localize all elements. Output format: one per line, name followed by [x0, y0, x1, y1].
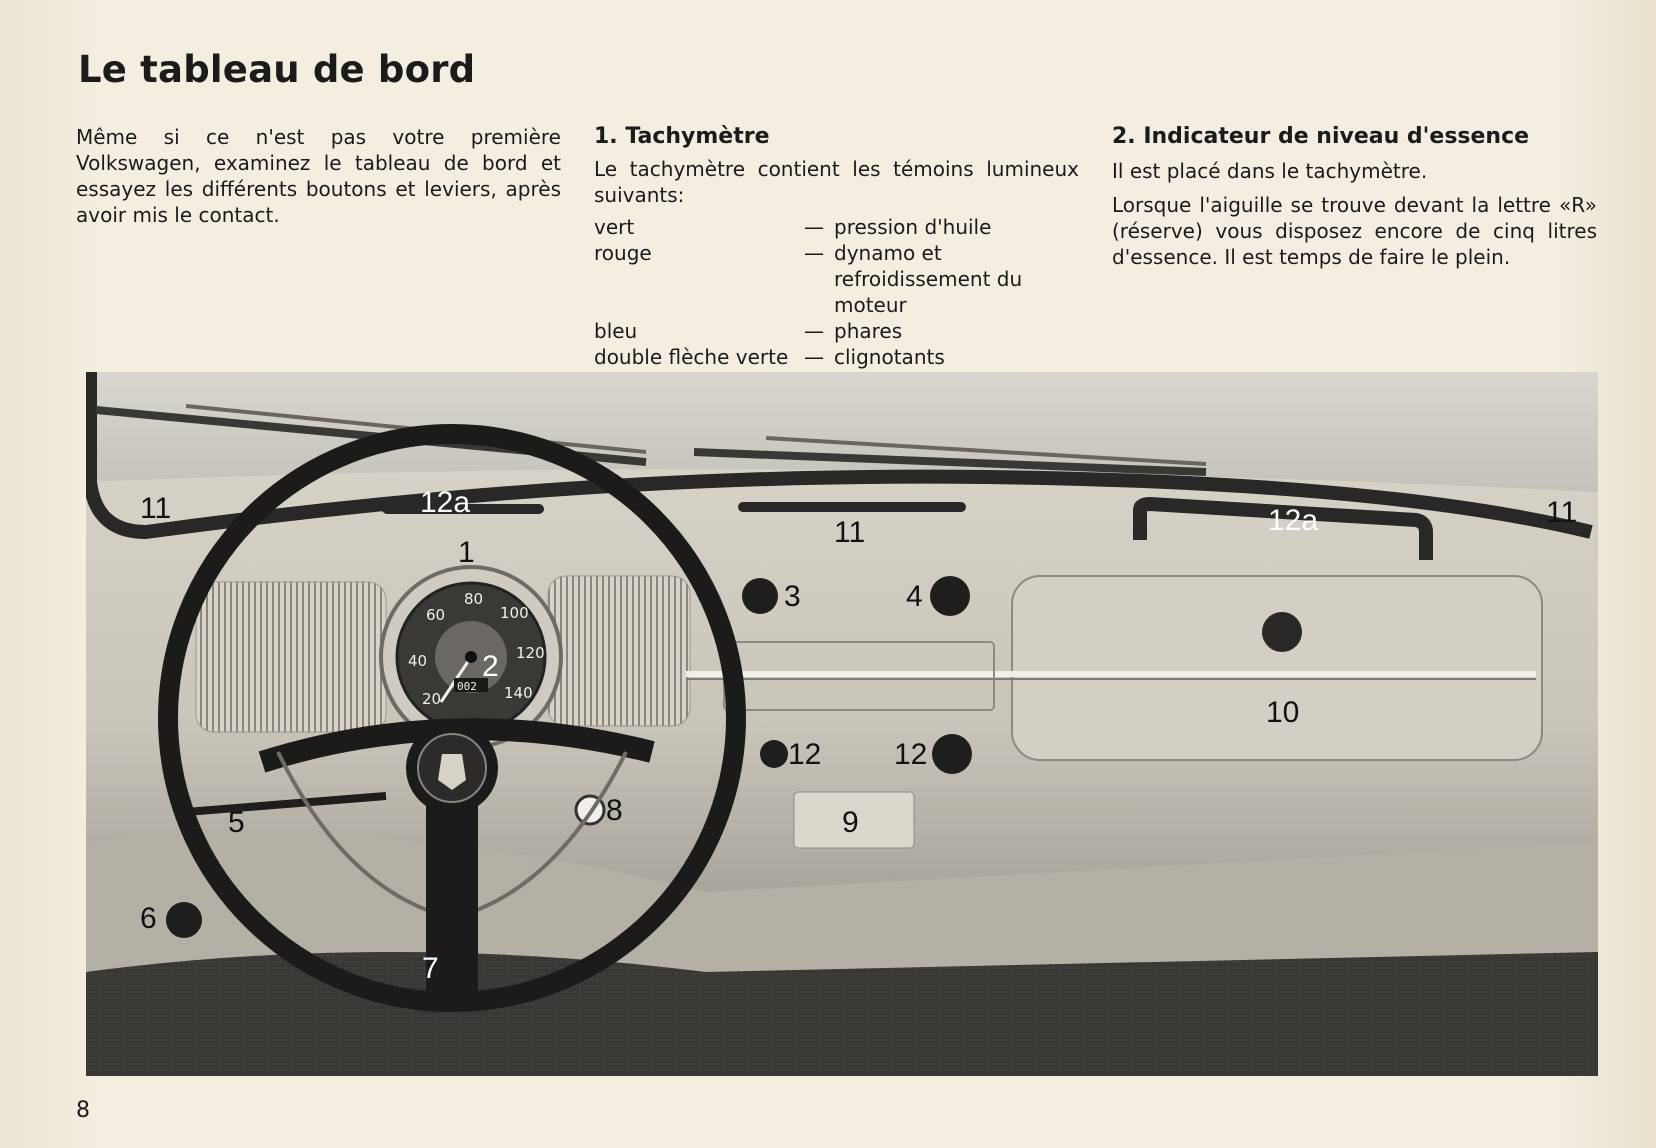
- wiper-right-blade: [765, 436, 1207, 466]
- lamp-dash: —: [804, 345, 824, 369]
- callout-9: 9: [842, 806, 859, 839]
- speedo-scale-60: 60: [426, 606, 445, 624]
- glove-box-button[interactable]: [1262, 612, 1302, 652]
- odometer: 002: [457, 680, 477, 693]
- callout-12-left: 12: [788, 738, 821, 771]
- speedometer-section: 1. Tachymètre Le tachymètre contient les…: [594, 124, 1079, 370]
- callout-11-left: 11: [140, 492, 171, 525]
- speaker-grille-left: [195, 581, 387, 733]
- callout-2: 2: [482, 650, 499, 683]
- glove-box: [1011, 575, 1543, 761]
- windshield-frame: [86, 372, 1593, 540]
- callout-5: 5: [228, 806, 245, 839]
- speedo-scale-100: 100: [500, 604, 529, 622]
- speedometer-heading: 1. Tachymètre: [594, 124, 770, 149]
- light-switch-knob[interactable]: [930, 576, 970, 616]
- intro-paragraph: Même si ce n'est pas votre première Volk…: [76, 125, 561, 227]
- fuel-gauge-heading: 2. Indicateur de niveau d'essence: [1112, 124, 1530, 149]
- lamp-color: rouge: [594, 241, 652, 265]
- fuel-gauge-line2: Lorsque l'aiguille se trouve devant la l…: [1112, 193, 1597, 269]
- control-knob-right[interactable]: [932, 734, 972, 774]
- callout-7: 7: [422, 952, 439, 985]
- callout-11-right: 11: [1546, 496, 1577, 529]
- intro-column: Même si ce n'est pas votre première Volk…: [76, 124, 561, 228]
- speedo-scale-140: 140: [504, 684, 533, 702]
- fuel-gauge-section: 2. Indicateur de niveau d'essence Il est…: [1112, 124, 1597, 270]
- control-knob-left[interactable]: [760, 740, 788, 768]
- speedo-scale-80: 80: [464, 590, 483, 608]
- lamp-dash: —: [804, 241, 824, 265]
- speaker-grille-right: [547, 575, 691, 727]
- grab-handle: [1133, 496, 1433, 560]
- dashboard-illustration: 20 40 60 80 100 120 140 002: [86, 372, 1598, 1076]
- headlight-dimmer-button[interactable]: [166, 902, 202, 938]
- speedo-scale-20: 20: [422, 690, 441, 708]
- fuel-gauge-line1: Il est placé dans le tachymètre.: [1112, 159, 1428, 183]
- lamp-dash: —: [804, 319, 824, 343]
- lamp-meaning: clignotants: [834, 345, 945, 369]
- warning-lamp-list: vert — pression d'huile rouge — dynamo e…: [594, 214, 1079, 370]
- callout-12-right: 12: [894, 738, 927, 771]
- wiper-right: [693, 448, 1207, 476]
- callout-6: 6: [140, 902, 157, 935]
- lamp-meaning: pression d'huile: [834, 215, 992, 239]
- lamp-meaning: dynamo et refroidissement du moteur: [834, 241, 1023, 317]
- lamp-dash: —: [804, 215, 824, 239]
- speedo-scale-40: 40: [408, 652, 427, 670]
- callout-11-center: 11: [834, 516, 865, 549]
- callout-1: 1: [458, 536, 475, 569]
- lamp-meaning: phares: [834, 319, 903, 343]
- dashboard-photo: 20 40 60 80 100 120 140 002: [86, 372, 1598, 1076]
- wiper-switch-knob[interactable]: [742, 578, 778, 614]
- lamp-color: vert: [594, 215, 635, 239]
- steering-wheel[interactable]: [158, 424, 746, 1012]
- callout-12a-left: 12a: [420, 486, 470, 519]
- turn-signal-lever[interactable]: [185, 792, 387, 816]
- speedo-scale-120: 120: [516, 644, 545, 662]
- callout-10: 10: [1266, 696, 1299, 729]
- lamp-color: bleu: [594, 319, 638, 343]
- page-title: Le tableau de bord: [78, 48, 476, 91]
- lamp-color: double flèche verte: [594, 345, 789, 369]
- speedometer-text: Le tachymètre contient les témoins lumin…: [594, 157, 1079, 207]
- air-vent-center: [738, 502, 966, 512]
- callout-8: 8: [606, 794, 623, 827]
- ashtray: [793, 791, 915, 849]
- callout-3: 3: [784, 580, 801, 613]
- callout-12a-right: 12a: [1268, 504, 1318, 537]
- callout-4: 4: [906, 580, 923, 613]
- wolfsburg-crest-icon: [438, 754, 466, 790]
- page-number: 8: [76, 1098, 90, 1123]
- air-vent-left: [382, 504, 544, 514]
